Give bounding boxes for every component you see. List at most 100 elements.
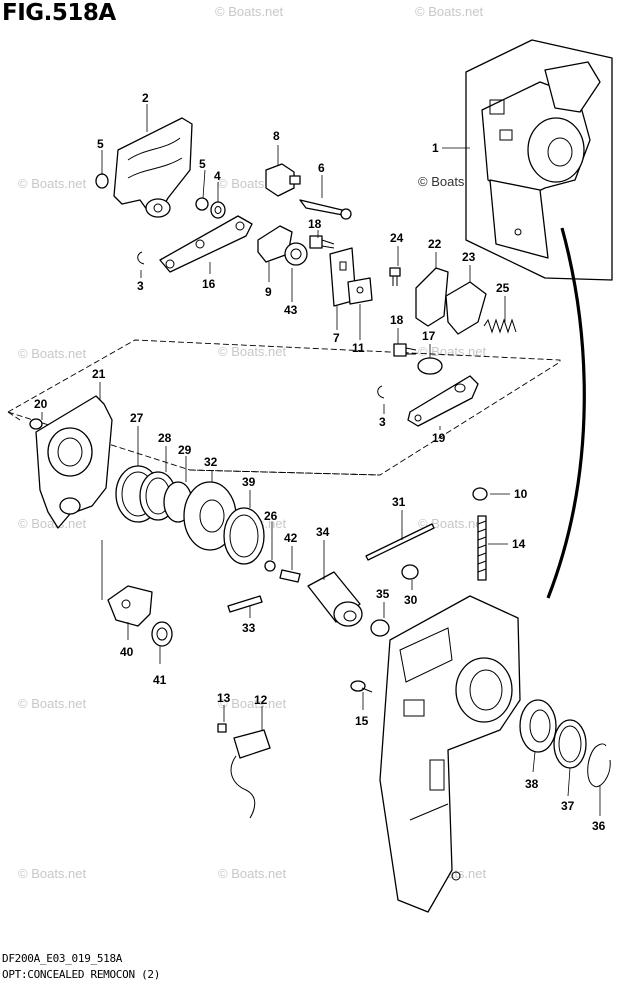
part-33-pin bbox=[227, 595, 263, 613]
callout-33: 33 bbox=[242, 621, 256, 635]
part-22-plate bbox=[415, 267, 449, 327]
part-12-sensor bbox=[230, 729, 271, 819]
callout-15: 15 bbox=[355, 714, 369, 728]
part-23-cam bbox=[445, 281, 487, 335]
callout-40: 40 bbox=[120, 645, 134, 659]
callout-43: 43 bbox=[284, 303, 298, 317]
callout-18: 18 bbox=[308, 217, 322, 231]
callout-37: 37 bbox=[561, 799, 575, 813]
callout-38: 38 bbox=[525, 777, 539, 791]
callout-21: 21 bbox=[92, 367, 106, 381]
part-4-washer bbox=[210, 201, 226, 219]
part-34-motor bbox=[307, 571, 363, 627]
watermark: © Boats.net bbox=[415, 4, 484, 19]
part-24-screw bbox=[389, 267, 401, 286]
watermark: © Boats.net bbox=[18, 866, 87, 881]
callout-32: 32 bbox=[204, 455, 218, 469]
callout-13: 13 bbox=[217, 691, 231, 705]
part-42-pin bbox=[279, 569, 301, 583]
callout-16: 16 bbox=[202, 277, 216, 291]
part-3-clip bbox=[137, 251, 145, 265]
callout-9: 9 bbox=[265, 285, 272, 299]
callout-10: 10 bbox=[514, 487, 528, 501]
part-18-bolt bbox=[393, 343, 417, 357]
callout-14: 14 bbox=[512, 537, 526, 551]
part-18-bolt bbox=[309, 235, 335, 249]
part-16-lever bbox=[159, 215, 253, 273]
footer-description: OPT:CONCEALED REMOCON (2) bbox=[2, 968, 161, 981]
callout-23: 23 bbox=[462, 250, 476, 264]
watermark: © Boats.net bbox=[18, 176, 87, 191]
watermark: © Boats.net bbox=[418, 344, 487, 359]
watermark: © Boats.net bbox=[18, 696, 87, 711]
watermark: © Boats.net bbox=[418, 516, 487, 531]
part-10-nut bbox=[472, 487, 488, 501]
part-43-roller bbox=[284, 242, 308, 266]
assembly-arrow bbox=[546, 227, 586, 599]
part-21-housing-plate bbox=[35, 395, 113, 529]
part-26-nut bbox=[264, 560, 276, 572]
callout-5: 5 bbox=[97, 137, 104, 151]
part-6-shaft bbox=[299, 199, 352, 220]
part-20-screw bbox=[29, 418, 43, 430]
callout-25: 25 bbox=[496, 281, 510, 295]
callout-30: 30 bbox=[404, 593, 418, 607]
leader-lines bbox=[41, 104, 601, 816]
callouts: 2 5 5 4 8 6 18 1 3 16 9 43 7 11 24 22 23… bbox=[34, 91, 606, 833]
callout-19: 19 bbox=[432, 431, 446, 445]
part-15-bolt bbox=[350, 680, 373, 693]
part-13-screw bbox=[217, 723, 227, 733]
part-2-plate bbox=[113, 117, 193, 218]
callout-4: 4 bbox=[214, 169, 221, 183]
callout-31: 31 bbox=[392, 495, 406, 509]
watermark: © Boats.net bbox=[218, 344, 287, 359]
callout-17: 17 bbox=[422, 329, 436, 343]
part-5-ring bbox=[95, 173, 109, 189]
part-41-bushing bbox=[151, 621, 173, 647]
callout-39: 39 bbox=[242, 475, 256, 489]
callout-41: 41 bbox=[153, 673, 167, 687]
callout-20: 20 bbox=[34, 397, 48, 411]
part-32-gear bbox=[183, 481, 237, 551]
part-30-cap bbox=[401, 564, 419, 580]
callout-27: 27 bbox=[130, 411, 144, 425]
callout-36: 36 bbox=[592, 819, 606, 833]
callout-24: 24 bbox=[390, 231, 404, 245]
part-19-link bbox=[407, 375, 479, 427]
callout-42: 42 bbox=[284, 531, 298, 545]
callout-3: 3 bbox=[379, 415, 386, 429]
part-25-spring bbox=[483, 318, 517, 334]
part-17-washer bbox=[417, 357, 443, 375]
callout-35: 35 bbox=[376, 587, 390, 601]
watermark: © Boats.net bbox=[18, 346, 87, 361]
main-housing bbox=[379, 595, 521, 913]
callout-22: 22 bbox=[428, 237, 442, 251]
footer-diagram-code: DF200A_E03_019_518A bbox=[2, 952, 123, 965]
callout-2: 2 bbox=[142, 91, 149, 105]
part-36-snap-ring bbox=[587, 743, 611, 788]
part-14-stud bbox=[477, 515, 487, 581]
callout-1: 1 bbox=[432, 141, 439, 155]
callout-5: 5 bbox=[199, 157, 206, 171]
callout-6: 6 bbox=[318, 161, 325, 175]
callout-28: 28 bbox=[158, 431, 172, 445]
figure-title: FIG.518A bbox=[2, 0, 116, 26]
watermark: © Boats.net bbox=[215, 4, 284, 19]
part-31-rod bbox=[365, 523, 435, 561]
watermark: © Boats.net bbox=[18, 516, 87, 531]
remote-control-assembly bbox=[481, 61, 601, 259]
callout-8: 8 bbox=[273, 129, 280, 143]
part-37-washer bbox=[553, 719, 587, 769]
part-7-bracket bbox=[329, 247, 373, 307]
callout-18: 18 bbox=[390, 313, 404, 327]
callout-12: 12 bbox=[254, 693, 268, 707]
part-5-ring bbox=[195, 197, 209, 211]
part-35-bushing bbox=[370, 619, 390, 637]
part-40-bracket bbox=[107, 585, 153, 627]
watermark: © Boats.net bbox=[218, 696, 287, 711]
callout-3: 3 bbox=[137, 279, 144, 293]
part-3-clip bbox=[377, 385, 385, 399]
callout-7: 7 bbox=[333, 331, 340, 345]
callout-29: 29 bbox=[178, 443, 192, 457]
